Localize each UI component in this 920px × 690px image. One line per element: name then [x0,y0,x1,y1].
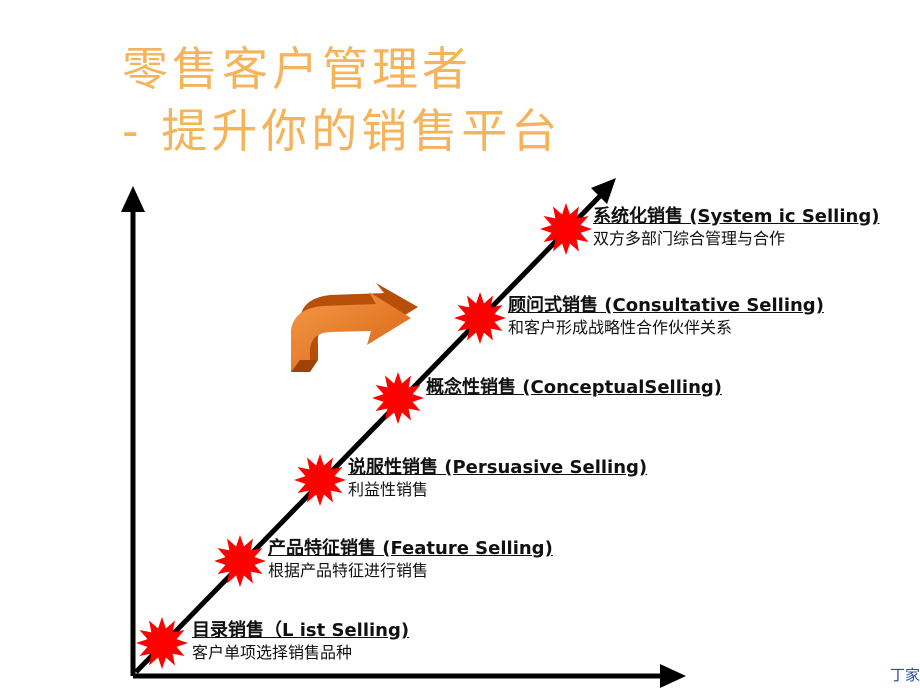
stage-name: 概念性销售 (ConceptualSelling) [426,377,722,398]
x-axis-arrowhead [660,664,686,688]
stage-name: 产品特征销售 (Feature Selling) [268,538,553,559]
progression-arrowhead [591,178,616,204]
stage-name: 顾问式销售 (Consultative Selling) [508,295,824,316]
stage-star-icon [294,454,346,506]
turn-arrow-icon [291,283,418,372]
stage-name: 系统化销售 (System ic Selling) [593,206,880,227]
stage-feature-selling: 产品特征销售 (Feature Selling) 根据产品特征进行销售 [268,538,553,582]
stage-description: 利益性销售 [348,480,429,499]
stage-description: 双方多部门综合管理与合作 [593,229,786,248]
axes [121,186,686,688]
stage-star-icon [454,292,506,344]
progression-line [134,194,602,674]
stage-systemic-selling: 系统化销售 (System ic Selling) 双方多部门综合管理与合作 [593,206,879,250]
stage-name: 说服性销售 (Persuasive Selling) [348,457,648,478]
stage-consultative-selling: 顾问式销售 (Consultative Selling) 和客户形成战略性合作伙… [508,295,824,339]
title-line-2: - 提升你的销售平台 [122,104,562,158]
stage-star-icon [540,203,592,255]
title-line-1: 零售客户管理者 [122,42,472,96]
stage-star-icon [136,617,188,669]
stage-description: 客户单项选择销售品种 [192,643,353,662]
stage-description: 根据产品特征进行销售 [268,561,429,580]
stage-list-selling: 目录销售（L ist Selling) 客户单项选择销售品种 [192,620,409,664]
stage-star-icon [214,535,266,587]
stage-persuasive-selling: 说服性销售 (Persuasive Selling) 利益性销售 [348,457,647,501]
stage-star-icon [372,372,424,424]
stage-name: 目录销售（L ist Selling) [192,620,410,641]
stage-conceptual-selling: 概念性销售 (ConceptualSelling) [426,377,722,399]
y-axis-arrowhead [121,186,145,212]
progression-arrow [134,178,616,674]
stage-description: 和客户形成战略性合作伙伴关系 [508,318,733,337]
footer-text: 丁家 [889,666,920,684]
stage-markers [136,203,592,669]
